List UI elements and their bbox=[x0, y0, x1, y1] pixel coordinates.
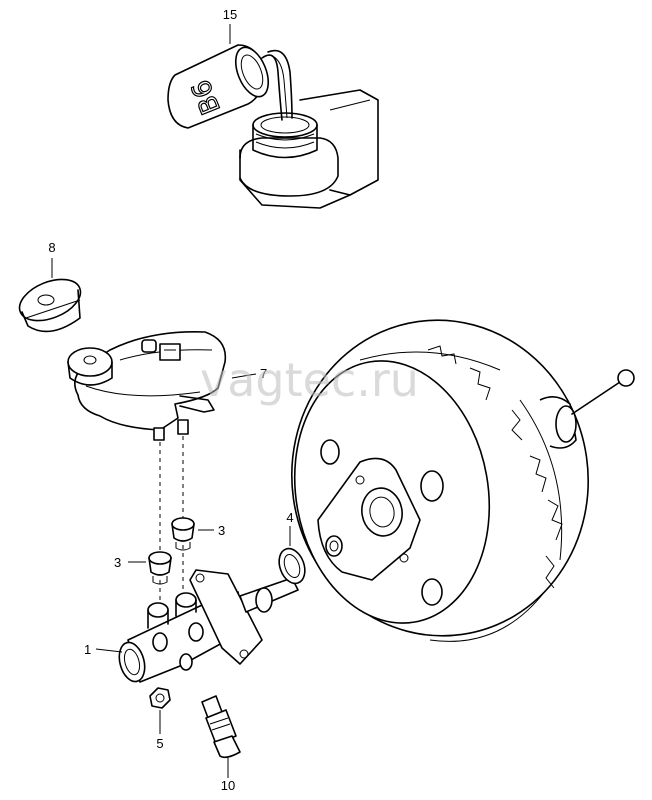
callout-4: 4 bbox=[286, 510, 293, 525]
callout-3-lower: 3 bbox=[114, 555, 121, 570]
callout-10: 10 bbox=[221, 778, 235, 793]
leader-line-7 bbox=[231, 373, 257, 379]
part-7-fluid-reservoir bbox=[67, 331, 227, 441]
part-3-grommet-lower bbox=[148, 551, 172, 585]
part-10-pressure-sensor bbox=[201, 695, 241, 759]
callout-7: 7 bbox=[260, 366, 267, 381]
part-15-brake-fluid-bottle: B6 bbox=[167, 44, 379, 209]
leader-line-1 bbox=[95, 648, 123, 653]
part-1-master-cylinder bbox=[118, 569, 299, 683]
part-3-grommet-upper bbox=[171, 517, 195, 551]
callout-15: 15 bbox=[223, 7, 237, 22]
brake-booster bbox=[290, 319, 635, 642]
callout-8: 8 bbox=[48, 240, 55, 255]
part-4-o-ring bbox=[278, 547, 306, 585]
part-5-nut bbox=[149, 687, 171, 709]
callout-1: 1 bbox=[84, 642, 91, 657]
callout-5: 5 bbox=[156, 736, 163, 751]
callout-3-upper: 3 bbox=[218, 523, 225, 538]
part-8-reservoir-cap bbox=[18, 278, 82, 333]
watermark: vagtec.ru bbox=[200, 353, 419, 407]
